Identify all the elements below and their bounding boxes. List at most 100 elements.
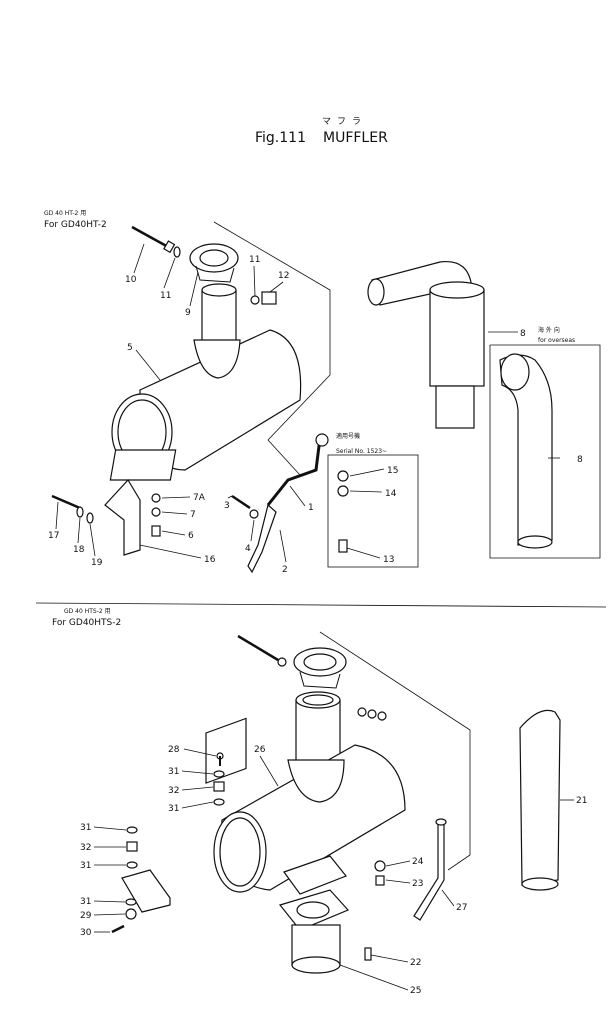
callout-31c: 31 bbox=[80, 823, 91, 833]
washer-31c bbox=[126, 826, 138, 834]
callout-1: 1 bbox=[308, 503, 314, 513]
callout-25: 25 bbox=[410, 986, 421, 996]
overseas-en: for overseas bbox=[538, 337, 575, 344]
callout-24: 24 bbox=[412, 857, 424, 867]
callout-31b: 31 bbox=[168, 804, 179, 814]
callout-29: 29 bbox=[80, 911, 92, 921]
muffler-26 bbox=[213, 691, 406, 893]
callout-12: 12 bbox=[278, 271, 289, 281]
bottom-leader-lines bbox=[93, 748, 574, 991]
callout-21: 21 bbox=[576, 796, 587, 806]
callout-8b: 8 bbox=[577, 455, 583, 465]
tailpipe-21 bbox=[519, 709, 561, 891]
washer-11 bbox=[173, 246, 181, 258]
washer-bottom bbox=[277, 657, 287, 667]
bolt-3 bbox=[231, 494, 251, 510]
washer-31a bbox=[213, 770, 225, 778]
muffler-bracket bbox=[205, 717, 247, 784]
callout-2: 2 bbox=[282, 565, 288, 575]
callout-28: 28 bbox=[168, 745, 180, 755]
callout-18: 18 bbox=[73, 545, 85, 555]
nut-32b bbox=[126, 841, 138, 852]
section-divider bbox=[35, 602, 607, 608]
bolt-30 bbox=[111, 924, 125, 934]
nut-bottom-c bbox=[377, 711, 387, 721]
washer-4 bbox=[249, 509, 259, 519]
washer-31b bbox=[213, 798, 225, 806]
overseas-jp: 海 外 向 bbox=[538, 326, 560, 334]
bracket-27 bbox=[413, 819, 445, 921]
callout-11b: 11 bbox=[249, 255, 260, 265]
bolt-bottom bbox=[237, 634, 279, 662]
serial-box bbox=[327, 454, 419, 568]
bottom-frame-line bbox=[319, 631, 471, 871]
washer-7 bbox=[151, 507, 161, 517]
callout-10: 10 bbox=[125, 275, 137, 285]
bottom-model-jp: GD 40 HTS-2 用 bbox=[64, 608, 111, 615]
callout-31d: 31 bbox=[80, 861, 91, 871]
callout-9: 9 bbox=[185, 308, 191, 318]
washer-15 bbox=[337, 470, 349, 482]
bolt-13 bbox=[338, 539, 348, 553]
title-kana: マフラ bbox=[322, 116, 367, 127]
clamp-bottom bbox=[293, 647, 347, 689]
bracket-2 bbox=[247, 503, 277, 574]
nut-14 bbox=[337, 485, 349, 497]
callout-5: 5 bbox=[127, 343, 133, 353]
pipe-1 bbox=[266, 437, 322, 506]
fig-label: Fig.111 bbox=[255, 130, 306, 146]
tailpipe-8-overseas bbox=[499, 353, 553, 549]
bracket-16 bbox=[104, 479, 141, 556]
washer-7a bbox=[151, 493, 161, 503]
callout-7: 7 bbox=[190, 510, 196, 520]
callout-6: 6 bbox=[188, 531, 194, 541]
callout-4: 4 bbox=[245, 544, 251, 554]
callout-32a: 32 bbox=[168, 786, 179, 796]
callout-30: 30 bbox=[80, 928, 92, 938]
muffler-5 bbox=[109, 283, 302, 481]
overseas-box bbox=[489, 344, 601, 559]
callout-13: 13 bbox=[383, 555, 394, 565]
callout-17: 17 bbox=[48, 531, 59, 541]
tailpipe-8-assembly bbox=[367, 260, 485, 429]
clamp-9 bbox=[189, 243, 239, 283]
washer-19 bbox=[86, 512, 94, 524]
washer-31e bbox=[125, 898, 137, 906]
callout-11a: 11 bbox=[160, 291, 171, 301]
nut-bottom-a bbox=[357, 707, 367, 717]
nut-bottom-b bbox=[367, 709, 377, 719]
page-title: MUFFLER bbox=[323, 130, 388, 146]
top-frame-line bbox=[213, 221, 331, 476]
callout-8a: 8 bbox=[520, 329, 526, 339]
top-model-jp: GD 40 HT-2 用 bbox=[44, 210, 86, 217]
callout-3: 3 bbox=[224, 501, 230, 511]
callout-32b: 32 bbox=[80, 843, 91, 853]
callout-31a: 31 bbox=[168, 767, 179, 777]
flange bbox=[283, 855, 347, 895]
nut-32a bbox=[213, 781, 225, 792]
bolt-10 bbox=[131, 225, 176, 254]
bolt-22 bbox=[364, 947, 372, 961]
callout-14: 14 bbox=[385, 489, 397, 499]
pipe-fitting bbox=[315, 433, 329, 447]
bolt-27-top bbox=[435, 818, 447, 826]
callout-15: 15 bbox=[387, 466, 398, 476]
nut-24 bbox=[374, 860, 386, 872]
bottom-model-en: For GD40HTS-2 bbox=[52, 618, 121, 628]
callout-31e: 31 bbox=[80, 897, 91, 907]
washer-31d bbox=[126, 861, 138, 869]
nut-12 bbox=[261, 291, 277, 305]
nut-29 bbox=[125, 908, 137, 920]
callout-26: 26 bbox=[254, 745, 266, 755]
washer-11b bbox=[250, 295, 260, 305]
serial-box-jp: 適用号機 bbox=[336, 432, 360, 440]
washer-18 bbox=[76, 506, 84, 518]
callout-19: 19 bbox=[91, 558, 103, 568]
bolt-6 bbox=[151, 525, 161, 537]
pipe-25 bbox=[278, 889, 350, 974]
bolt-17 bbox=[51, 494, 81, 510]
callout-16: 16 bbox=[204, 555, 216, 565]
callout-7a: 7A bbox=[193, 493, 206, 503]
bottom-bracket bbox=[121, 869, 171, 913]
